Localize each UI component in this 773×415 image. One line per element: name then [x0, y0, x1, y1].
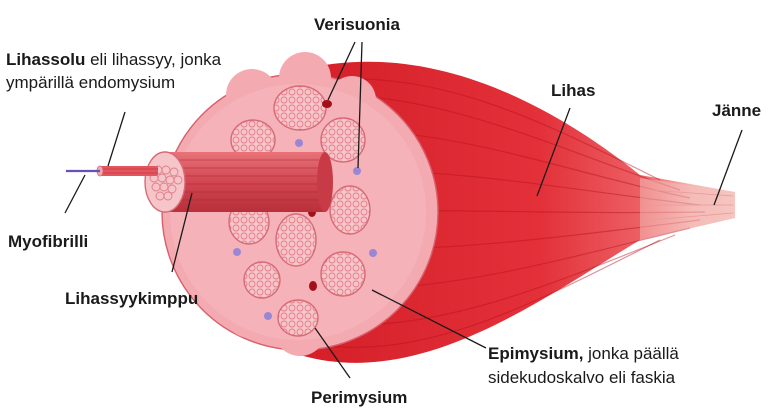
label-lihassyykimppu: Lihassyykimppu [65, 288, 198, 310]
fascicle [278, 300, 318, 336]
muscle-fascicle-cylinder [145, 152, 333, 212]
vessel-purple [264, 312, 272, 320]
vessel-red [322, 100, 332, 108]
vessel-purple [353, 167, 361, 175]
label-lihas: Lihas [551, 80, 595, 102]
fascicle [276, 214, 316, 266]
label-epimysium-bold: Epimysium, [488, 344, 583, 363]
label-myofibrilli: Myofibrilli [8, 231, 88, 253]
leader-myofibrilli [65, 175, 85, 213]
label-lihassolu: Lihassolu eli lihassyy, jonka [6, 49, 221, 71]
fascicle [244, 262, 280, 298]
vessel-red [309, 281, 317, 291]
label-lihassolu-bold: Lihassolu [6, 50, 85, 69]
leader-lihassolu [108, 112, 125, 166]
label-epimysium-line2: sidekudoskalvo eli faskia [488, 367, 675, 389]
fascicle [330, 186, 370, 234]
vessel-purple [295, 139, 303, 147]
label-janne: Jänne [712, 100, 761, 122]
label-lihassolu-rest: eli lihassyy, jonka [85, 50, 221, 69]
label-verisuonia: Verisuonia [314, 14, 400, 36]
vessel-purple [233, 248, 241, 256]
label-epimysium: Epimysium, jonka päällä [488, 343, 679, 365]
label-lihassolu-line2: ympärillä endomysium [6, 72, 175, 94]
fascicle [274, 86, 326, 130]
fascicle [321, 252, 365, 296]
label-perimysium: Perimysium [311, 387, 407, 409]
vessel-purple [369, 249, 377, 257]
muscle-fiber [97, 166, 158, 176]
label-epimysium-rest: jonka päällä [583, 344, 678, 363]
